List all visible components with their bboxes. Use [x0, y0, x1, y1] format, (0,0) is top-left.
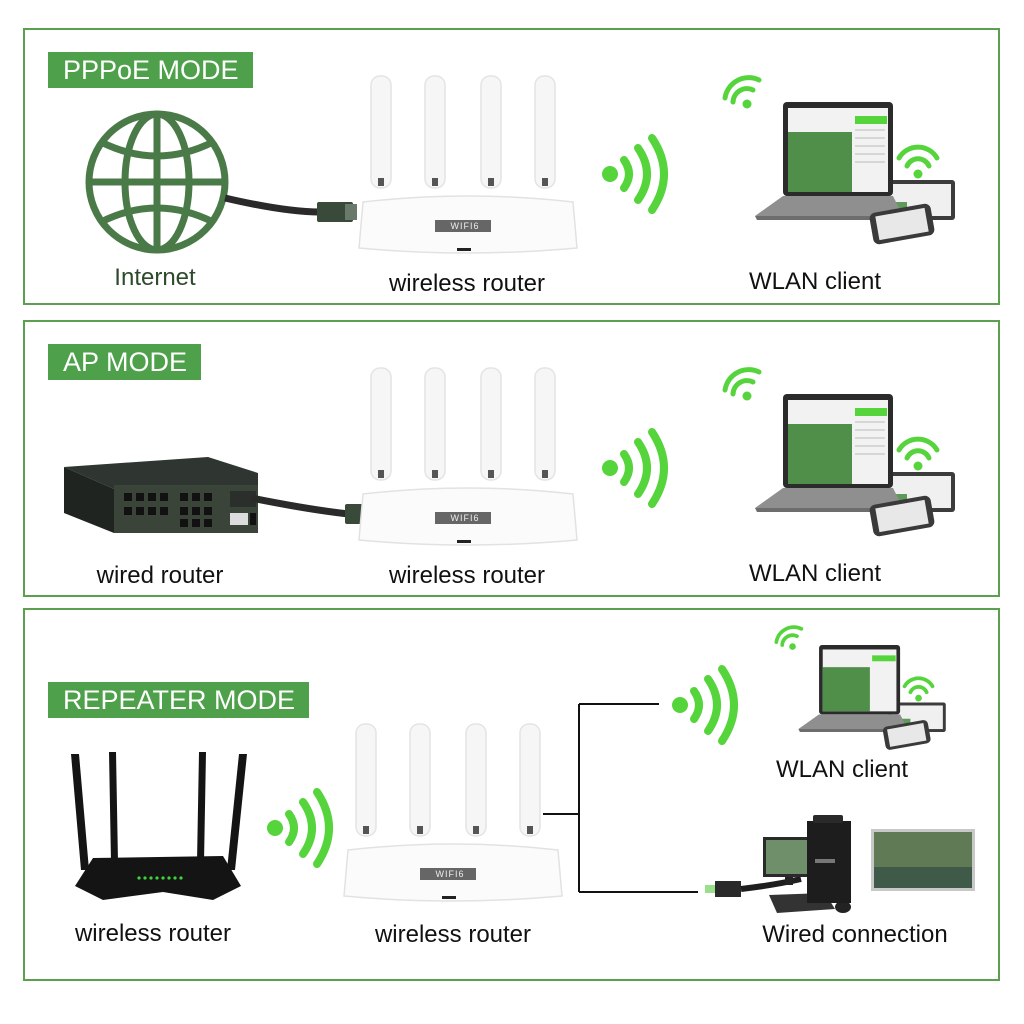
- wifi-signal-icon: [602, 134, 668, 214]
- router-label: wireless router: [374, 921, 532, 948]
- wired-router-icon: [64, 457, 258, 533]
- wlan-client-devices: [750, 620, 950, 760]
- mode-badge: REPEATER MODE: [48, 682, 310, 718]
- ap-mode-panel: AP MODE wired router: [23, 320, 1000, 597]
- wifi-signal-icon: [672, 665, 738, 745]
- globe-icon: [85, 110, 229, 254]
- source-label: wireless router: [74, 920, 232, 947]
- wlan-client-devices: [695, 360, 955, 550]
- branch-connector: [543, 703, 698, 893]
- client-label: WLAN client: [775, 756, 909, 783]
- router-label: wireless router: [388, 562, 546, 589]
- router-label: wireless router: [388, 270, 546, 297]
- ethernet-cable: [224, 194, 357, 222]
- mode-badge: PPPoE MODE: [48, 52, 253, 88]
- client-label: WLAN client: [748, 560, 882, 587]
- wired-connection-label: Wired connection: [762, 921, 948, 948]
- wlan-client-devices: [695, 68, 955, 258]
- wifi6-router-icon: WIFI6: [353, 364, 583, 554]
- mode-badge: AP MODE: [48, 344, 202, 380]
- router-brand-badge: WIFI6: [435, 869, 465, 879]
- router-brand-badge: WIFI6: [450, 221, 480, 231]
- wifi-icon: [722, 75, 762, 105]
- source-label: Internet: [114, 264, 196, 291]
- black-router-icon: [71, 752, 247, 900]
- wifi6-router-icon: WIFI6: [338, 720, 568, 910]
- router-brand-badge: WIFI6: [450, 513, 480, 523]
- source-label: wired router: [96, 562, 224, 589]
- wired-devices-icon: [705, 815, 975, 913]
- wifi6-router-icon: WIFI6: [353, 72, 583, 262]
- repeater-mode-panel: REPEATER MODE wireless router: [23, 608, 1000, 981]
- wifi-signal-icon: [602, 428, 668, 508]
- pppoe-mode-panel: PPPoE MODE Internet: [23, 28, 1000, 305]
- wifi-signal-icon: [267, 788, 333, 868]
- client-label: WLAN client: [748, 268, 882, 295]
